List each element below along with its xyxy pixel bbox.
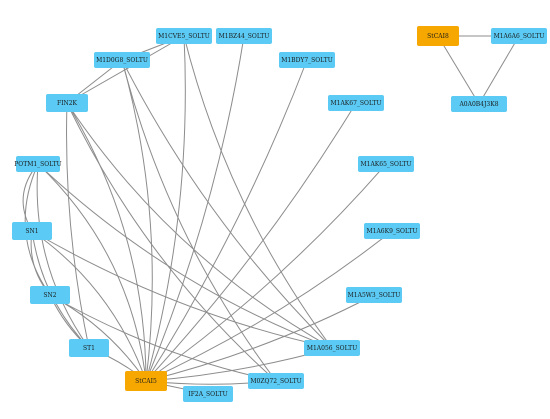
nodes-layer: StCAI5 StCAI8 M1CVE5_SOLTU M1BZ44_SOLTU M1D0… [12, 26, 547, 402]
node-m1a6k9[interactable]: M1A6K9_SOLTU [364, 223, 420, 239]
edge-stcai5-sn1 [31, 230, 147, 382]
edge-potm1-st1 [36, 163, 90, 349]
node-box [364, 223, 420, 239]
node-m1a6a6[interactable]: M1A6A6_SOLTU [491, 28, 547, 44]
node-box [346, 287, 402, 303]
edge-m1d0g8-m0zq72 [121, 59, 277, 382]
node-label: M1BDY7_SOLTU [281, 57, 333, 64]
node-m1a056[interactable]: M1A056_SOLTU [304, 340, 360, 356]
node-sn1[interactable]: SN1 [12, 222, 52, 240]
edge-stcai5-m1cve5 [145, 35, 186, 382]
node-label: StCAI5 [135, 378, 157, 385]
edge-stcai5-m1a6k9 [145, 230, 393, 382]
node-stcai8[interactable]: StCAI8 [417, 26, 459, 46]
node-box [328, 95, 384, 111]
node-if2a[interactable]: IF2A_SOLTU [183, 386, 233, 402]
node-label: POTM1_SOLTU [14, 161, 62, 168]
node-m1a5w3[interactable]: M1A5W3_SOLTU [346, 287, 402, 303]
node-box [216, 28, 272, 44]
edge-sn2-m0zq72 [49, 294, 277, 382]
edge-stcai5-potm1 [37, 163, 147, 382]
node-m1cve5[interactable]: M1CVE5_SOLTU [156, 28, 212, 44]
edge-m1a6a6-a0a0b4j3k8 [478, 35, 520, 105]
edge-stcai5-m1d0g8 [121, 59, 153, 382]
node-box [279, 52, 335, 68]
node-label: ST1 [83, 345, 95, 352]
node-box [46, 94, 88, 112]
node-box [69, 339, 109, 357]
node-label: M1BZ44_SOLTU [219, 33, 270, 40]
node-box [30, 286, 70, 304]
node-label: M1AK67_SOLTU [331, 100, 382, 107]
node-box [451, 96, 507, 112]
node-label: A0A0B4J3K8 [458, 101, 498, 108]
node-a0a0b4j3k8[interactable]: A0A0B4J3K8 [451, 96, 507, 112]
node-box [125, 371, 167, 391]
edge-m1d0g8-m1a056 [121, 59, 333, 349]
edge-fin2k-st1 [66, 102, 90, 349]
edge-potm1-m1a056 [37, 163, 333, 349]
edge-fin2k-m1a056 [66, 102, 333, 349]
edge-stcai5-sn2 [49, 294, 147, 382]
node-m0zq72[interactable]: M0ZQ72_SOLTU [248, 373, 304, 389]
node-sn2[interactable]: SN2 [30, 286, 70, 304]
node-m1bdy7[interactable]: M1BDY7_SOLTU [279, 52, 335, 68]
edge-stcai5-m1bdy7 [145, 59, 308, 382]
node-box [417, 26, 459, 46]
node-box [491, 28, 547, 44]
node-box [12, 222, 52, 240]
node-label: SN2 [43, 292, 56, 299]
node-box [248, 373, 304, 389]
node-potm1[interactable]: POTM1_SOLTU [14, 156, 62, 172]
node-label: M1A056_SOLTU [307, 345, 357, 352]
node-m1bz44[interactable]: M1BZ44_SOLTU [216, 28, 272, 44]
node-label: M1D0G8_SOLTU [96, 57, 148, 64]
node-label: M1A6K9_SOLTU [367, 228, 418, 235]
node-stcai5[interactable]: StCAI5 [125, 371, 167, 391]
edge-stcai5-m1bz44 [145, 35, 245, 382]
node-box [156, 28, 212, 44]
edge-stcai8-a0a0b4j3k8 [437, 35, 480, 105]
edge-fin2k-m1cve5 [66, 35, 185, 104]
edge-stcai5-m1a5w3 [145, 294, 375, 382]
node-label: M1A6A6_SOLTU [494, 33, 545, 40]
node-fin2k[interactable]: FIN2K [46, 94, 88, 112]
node-box [358, 156, 414, 172]
node-label: M1AK65_SOLTU [361, 161, 412, 168]
node-label: StCAI8 [427, 33, 449, 40]
node-label: IF2A_SOLTU [188, 391, 227, 398]
node-m1d0g8[interactable]: M1D0G8_SOLTU [94, 52, 150, 68]
edge-stcai5-m1ak67 [145, 102, 357, 382]
node-label: M0ZQ72_SOLTU [250, 378, 301, 385]
node-label: SN1 [25, 228, 38, 235]
edge-fin2k-m0zq72 [66, 102, 277, 382]
node-box [183, 386, 233, 402]
node-label: FIN2K [57, 100, 78, 107]
node-m1ak65[interactable]: M1AK65_SOLTU [358, 156, 414, 172]
node-box [16, 156, 60, 172]
edge-sn1-m1a056 [31, 230, 333, 349]
edge-m1cve5-m1a056 [183, 35, 333, 349]
node-m1ak67[interactable]: M1AK67_SOLTU [328, 95, 384, 111]
node-box [94, 52, 150, 68]
node-box [304, 340, 360, 356]
node-label: M1A5W3_SOLTU [348, 292, 401, 299]
edge-stcai5-m1ak65 [145, 163, 387, 382]
node-st1[interactable]: ST1 [69, 339, 109, 357]
node-label: M1CVE5_SOLTU [158, 33, 210, 40]
